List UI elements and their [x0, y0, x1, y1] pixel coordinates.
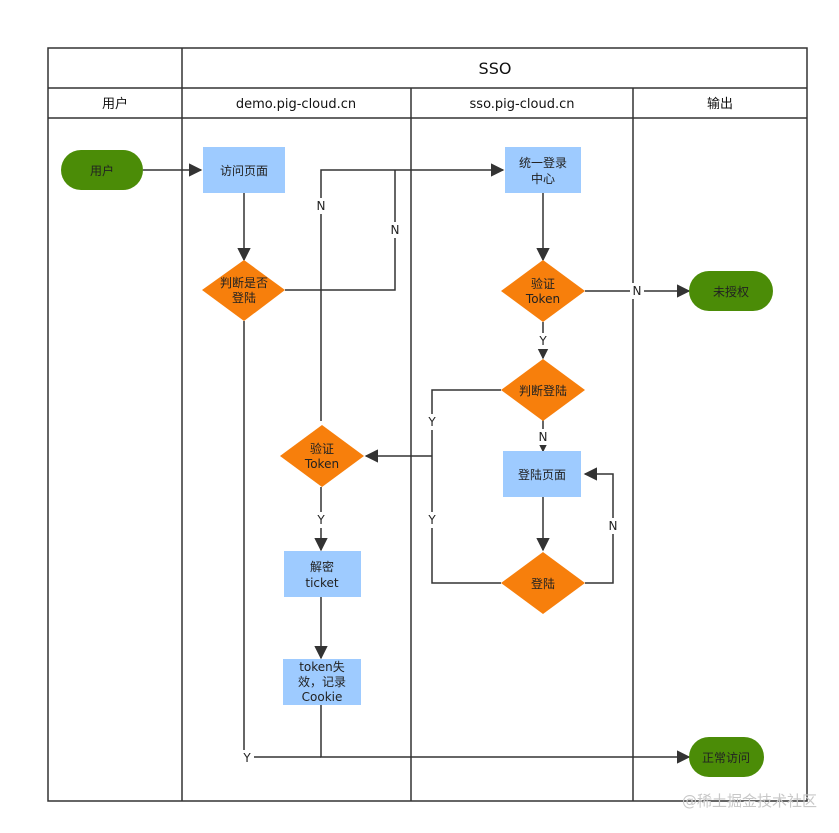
node-sso-center: 统一登录 中心	[505, 147, 581, 193]
lane-header-user: 用户	[102, 96, 128, 112]
node-decrypt-ticket: 解密 ticket	[284, 551, 361, 597]
swimlane-title: SSO	[479, 59, 512, 78]
label-y-bottom: Y	[242, 751, 251, 765]
edge-judge-y-left	[431, 389, 501, 584]
label-n-mid: N	[391, 223, 400, 237]
svg-text:验证: 验证	[531, 276, 555, 291]
svg-text:中心: 中心	[531, 171, 555, 186]
watermark: @稀土掘金技术社区	[681, 792, 817, 810]
svg-text:用户: 用户	[90, 163, 114, 178]
edge-token-normal	[320, 705, 691, 764]
svg-text:登陆: 登陆	[531, 576, 555, 591]
node-unauthorized: 未授权	[689, 271, 773, 311]
node-user: 用户	[61, 150, 143, 190]
svg-text:Token: Token	[525, 292, 560, 306]
swimlane-grid	[47, 47, 808, 802]
label-n-loop: N	[609, 519, 618, 533]
svg-text:正常访问: 正常访问	[702, 751, 750, 765]
svg-text:访问页面: 访问页面	[220, 164, 268, 178]
label-y-upper: Y	[427, 415, 436, 429]
node-normal-access: 正常访问	[689, 737, 764, 777]
node-verify-token-sso: 验证 Token	[501, 260, 585, 322]
svg-text:解密: 解密	[310, 559, 334, 574]
svg-text:未授权: 未授权	[713, 284, 749, 299]
node-token-invalid: token失 效，记录 Cookie	[283, 659, 361, 705]
node-login: 登陆	[501, 552, 585, 614]
node-judge-login: 判断是否 登陆	[202, 260, 285, 321]
svg-text:判断是否: 判断是否	[220, 275, 268, 290]
label-y-lower: Y	[427, 513, 436, 527]
node-judge-logged: 判断登陆	[501, 359, 585, 421]
edge-judge-n-sso	[285, 170, 396, 291]
svg-text:登陆: 登陆	[232, 290, 256, 305]
svg-text:Cookie: Cookie	[302, 690, 343, 704]
svg-text:token失: token失	[299, 659, 345, 674]
connectors	[143, 163, 691, 764]
label-y-verify-demo: Y	[316, 513, 325, 527]
edge-top-to-sso	[320, 163, 505, 421]
node-verify-token-demo: 验证 Token	[280, 425, 364, 487]
svg-text:登陆页面: 登陆页面	[518, 467, 566, 482]
node-login-page: 登陆页面	[503, 451, 581, 497]
lane-header-output: 输出	[707, 96, 733, 112]
edge-labels: N N N Y N Y Y N Y Y	[240, 198, 644, 766]
label-n-left: N	[317, 199, 326, 213]
svg-text:统一登录: 统一登录	[519, 155, 567, 170]
svg-text:验证: 验证	[310, 441, 334, 456]
label-y-verify-sso: Y	[538, 334, 547, 348]
svg-text:效，记录: 效，记录	[298, 674, 346, 689]
lane-header-demo: demo.pig-cloud.cn	[236, 97, 356, 112]
svg-text:Token: Token	[304, 457, 339, 471]
svg-text:ticket: ticket	[305, 576, 339, 590]
label-n-judge: N	[539, 430, 548, 444]
node-visit-page: 访问页面	[203, 147, 285, 193]
label-n-unauth: N	[633, 284, 642, 298]
svg-text:判断登陆: 判断登陆	[519, 383, 567, 398]
lane-header-sso: sso.pig-cloud.cn	[470, 97, 575, 112]
